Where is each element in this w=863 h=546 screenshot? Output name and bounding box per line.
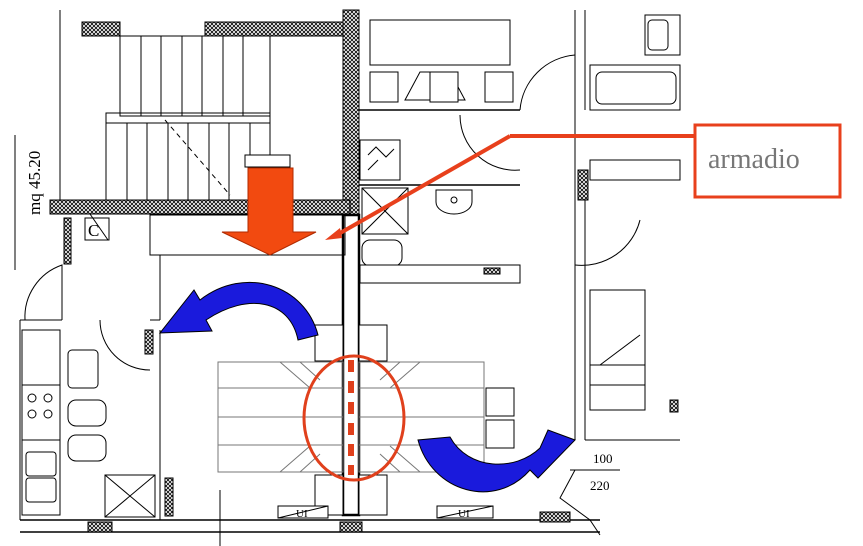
- swing-arrow-right: [417, 429, 576, 493]
- central-cabinets: [217, 324, 515, 516]
- kitchen-fixtures: [21, 329, 156, 518]
- callout-label: armadio: [708, 144, 800, 175]
- dim-top: 100: [593, 451, 613, 466]
- stairwell: [49, 9, 360, 216]
- door-swing-bedroom: [574, 219, 641, 266]
- area-label: mq 45.20: [25, 151, 44, 215]
- room-c-box: [84, 217, 110, 241]
- right-bathroom: [589, 14, 681, 181]
- room-code: C: [88, 221, 99, 240]
- door-swing-bath: [519, 54, 576, 111]
- bathroom: [359, 109, 521, 284]
- door-swing-kitchen: [99, 319, 151, 371]
- highlight-ellipse: [302, 354, 406, 482]
- bed: [589, 289, 679, 413]
- door-swing-entry: [24, 264, 63, 321]
- top-room-furniture: [369, 19, 514, 103]
- ui-label-right: UI: [458, 508, 470, 520]
- callout-box: [693, 123, 842, 199]
- door-swing-hall: [459, 114, 521, 171]
- callout-arrowhead: [325, 228, 342, 240]
- ui-label-left: UI: [296, 508, 308, 520]
- entry-arrow: [221, 167, 317, 256]
- swing-arrow-left: [158, 281, 319, 341]
- dim-bottom: 220: [590, 478, 610, 493]
